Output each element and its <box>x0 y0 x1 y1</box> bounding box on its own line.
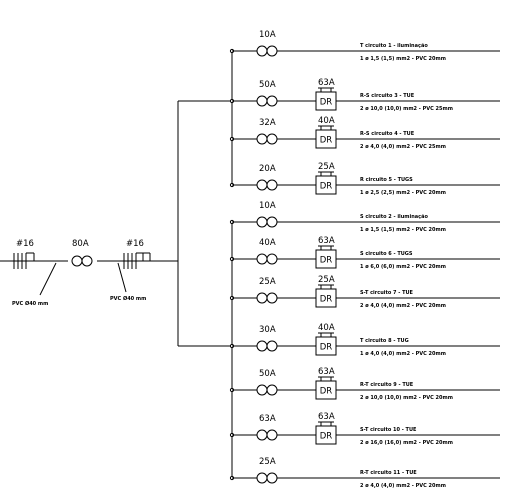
cable-ticks-right <box>123 252 151 269</box>
circuit-description: S circuito 2 - iluminação <box>360 214 429 220</box>
circuit-description: R-S circuito 4 - TUE <box>360 131 415 137</box>
circuit-description: R-T circuito 9 - TUE <box>360 382 414 388</box>
circuit-cable-spec: 1 ø 4,0 (4,0) mm2 - PVC 20mm <box>360 351 446 357</box>
circuit-4: 20A DR 25A R circuito 5 - TUGS 1 ø 2,5 (2,5)… <box>229 162 500 196</box>
breaker <box>256 95 278 107</box>
dr-rating: 40A <box>318 116 335 126</box>
dr-device: DR 63A <box>315 78 337 111</box>
dr-rating: 40A <box>318 323 335 333</box>
cable-label-left: #16 <box>16 239 34 249</box>
dr-rating: 63A <box>318 412 335 422</box>
circuit-description: R-T circuito 11 - TUE <box>360 470 417 476</box>
dr-label: DR <box>320 343 333 353</box>
circuits: 10A T circuito 1 - iluminação 1 ø 1,5 (1,5… <box>229 30 500 489</box>
dr-device: DR 63A <box>315 236 337 269</box>
breaker-rating: 30A <box>259 325 276 335</box>
breaker-rating: 50A <box>259 80 276 90</box>
breaker-rating: 10A <box>259 30 276 40</box>
breaker <box>256 133 278 145</box>
circuit-cable-spec: 1 ø 2,5 (2,5) mm2 - PVC 20mm <box>360 190 446 196</box>
circuit-11: 25A R-T circuito 11 - TUE 2 ø 4,0 (4,0) mm… <box>229 457 500 489</box>
dr-label: DR <box>320 432 333 442</box>
circuit-cable-spec: 2 ø 4,0 (4,0) mm2 - PVC 20mm <box>360 483 446 489</box>
dr-device: DR 63A <box>315 412 337 445</box>
breaker <box>256 253 278 265</box>
breaker-rating: 40A <box>259 238 276 248</box>
circuit-description: T circuito 1 - iluminação <box>360 43 428 49</box>
breaker <box>256 429 278 441</box>
circuit-cable-spec: 2 ø 10,0 (10,0) mm2 - PVC 20mm <box>360 395 453 401</box>
breaker-rating: 50A <box>259 369 276 379</box>
circuit-description: R-S circuito 3 - TUE <box>360 93 415 99</box>
circuit-7: 25A DR 25A S-T circuito 7 - TUE 2 ø 4,0 (4,0… <box>229 275 500 309</box>
circuit-cable-spec: 1 ø 6,0 (6,0) mm2 - PVC 20mm <box>360 264 446 270</box>
main-breaker-label: 80A <box>72 239 89 249</box>
dr-label: DR <box>320 98 333 108</box>
conduit-label-left: PVC Ø40 mm <box>12 300 48 307</box>
circuit-10: 63A DR 63A S-T circuito 10 - TUE 2 ø 16,0 (1… <box>229 412 500 446</box>
conduit-label-right: PVC Ø40 mm <box>110 295 146 302</box>
circuit-9: 50A DR 63A R-T circuito 9 - TUE 2 ø 10,0 (10… <box>229 367 500 401</box>
breaker <box>256 340 278 352</box>
breaker <box>256 45 278 57</box>
breaker-rating: 20A <box>259 164 276 174</box>
circuit-cable-spec: 1 ø 1,5 (1,5) mm2 - PVC 20mm <box>360 227 446 233</box>
circuit-1: 10A T circuito 1 - iluminação 1 ø 1,5 (1,5… <box>229 30 500 62</box>
circuit-cable-spec: 1 ø 1,5 (1,5) mm2 - PVC 20mm <box>360 56 446 62</box>
breaker <box>256 472 278 484</box>
dr-device: DR 25A <box>315 162 337 195</box>
circuit-3: 32A DR 40A R-S circuito 4 - TUE 2 ø 4,0 (4,0… <box>229 116 500 150</box>
breaker-rating: 32A <box>259 118 276 128</box>
dr-device: DR 63A <box>315 367 337 400</box>
breaker-rating: 10A <box>259 201 276 211</box>
circuit-cable-spec: 2 ø 4,0 (4,0) mm2 - PVC 25mm <box>360 144 446 150</box>
dr-label: DR <box>320 182 333 192</box>
dr-label: DR <box>320 387 333 397</box>
wires <box>0 51 233 478</box>
dr-rating: 25A <box>318 162 335 172</box>
circuit-cable-spec: 2 ø 10,0 (10,0) mm2 - PVC 25mm <box>360 106 453 112</box>
dr-rating: 63A <box>318 236 335 246</box>
circuit-description: T circuito 8 - TUG <box>360 338 409 344</box>
breaker-rating: 63A <box>259 414 276 424</box>
circuit-cable-spec: 2 ø 4,0 (4,0) mm2 - PVC 20mm <box>360 303 446 309</box>
dr-label: DR <box>320 295 333 305</box>
cable-ticks-left <box>13 252 35 269</box>
dr-rating: 63A <box>318 78 335 88</box>
dr-label: DR <box>320 256 333 266</box>
circuit-6: 40A DR 63A S circuito 6 - TUGS 1 ø 6,0 (6,0)… <box>229 236 500 270</box>
circuit-description: S circuito 6 - TUGS <box>360 251 413 257</box>
dr-rating: 25A <box>318 275 335 285</box>
circuit-description: S-T circuito 10 - TUE <box>360 427 417 433</box>
circuit-description: S-T circuito 7 - TUE <box>360 290 414 296</box>
cable-label-right: #16 <box>126 239 144 249</box>
breaker <box>256 384 278 396</box>
circuit-2: 50A DR 63A R-S circuito 3 - TUE 2 ø 10,0 (10… <box>229 78 500 112</box>
circuit-cable-spec: 2 ø 16,0 (16,0) mm2 - PVC 20mm <box>360 440 453 446</box>
breaker <box>256 179 278 191</box>
circuit-description: R circuito 5 - TUGS <box>360 177 413 183</box>
breaker-rating: 25A <box>259 277 276 287</box>
dr-label: DR <box>320 136 333 146</box>
dr-device: DR 25A <box>315 275 337 308</box>
circuit-5: 10A S circuito 2 - iluminação 1 ø 1,5 (1,5… <box>229 201 500 233</box>
breaker-rating: 25A <box>259 457 276 467</box>
dr-device: DR 40A <box>315 323 337 356</box>
dr-rating: 63A <box>318 367 335 377</box>
breaker <box>256 216 278 228</box>
breaker <box>256 292 278 304</box>
dr-device: DR 40A <box>315 116 337 149</box>
circuit-8: 30A DR 40A T circuito 8 - TUG 1 ø 4,0 (4,0) … <box>229 323 500 357</box>
main-breaker <box>71 255 93 267</box>
